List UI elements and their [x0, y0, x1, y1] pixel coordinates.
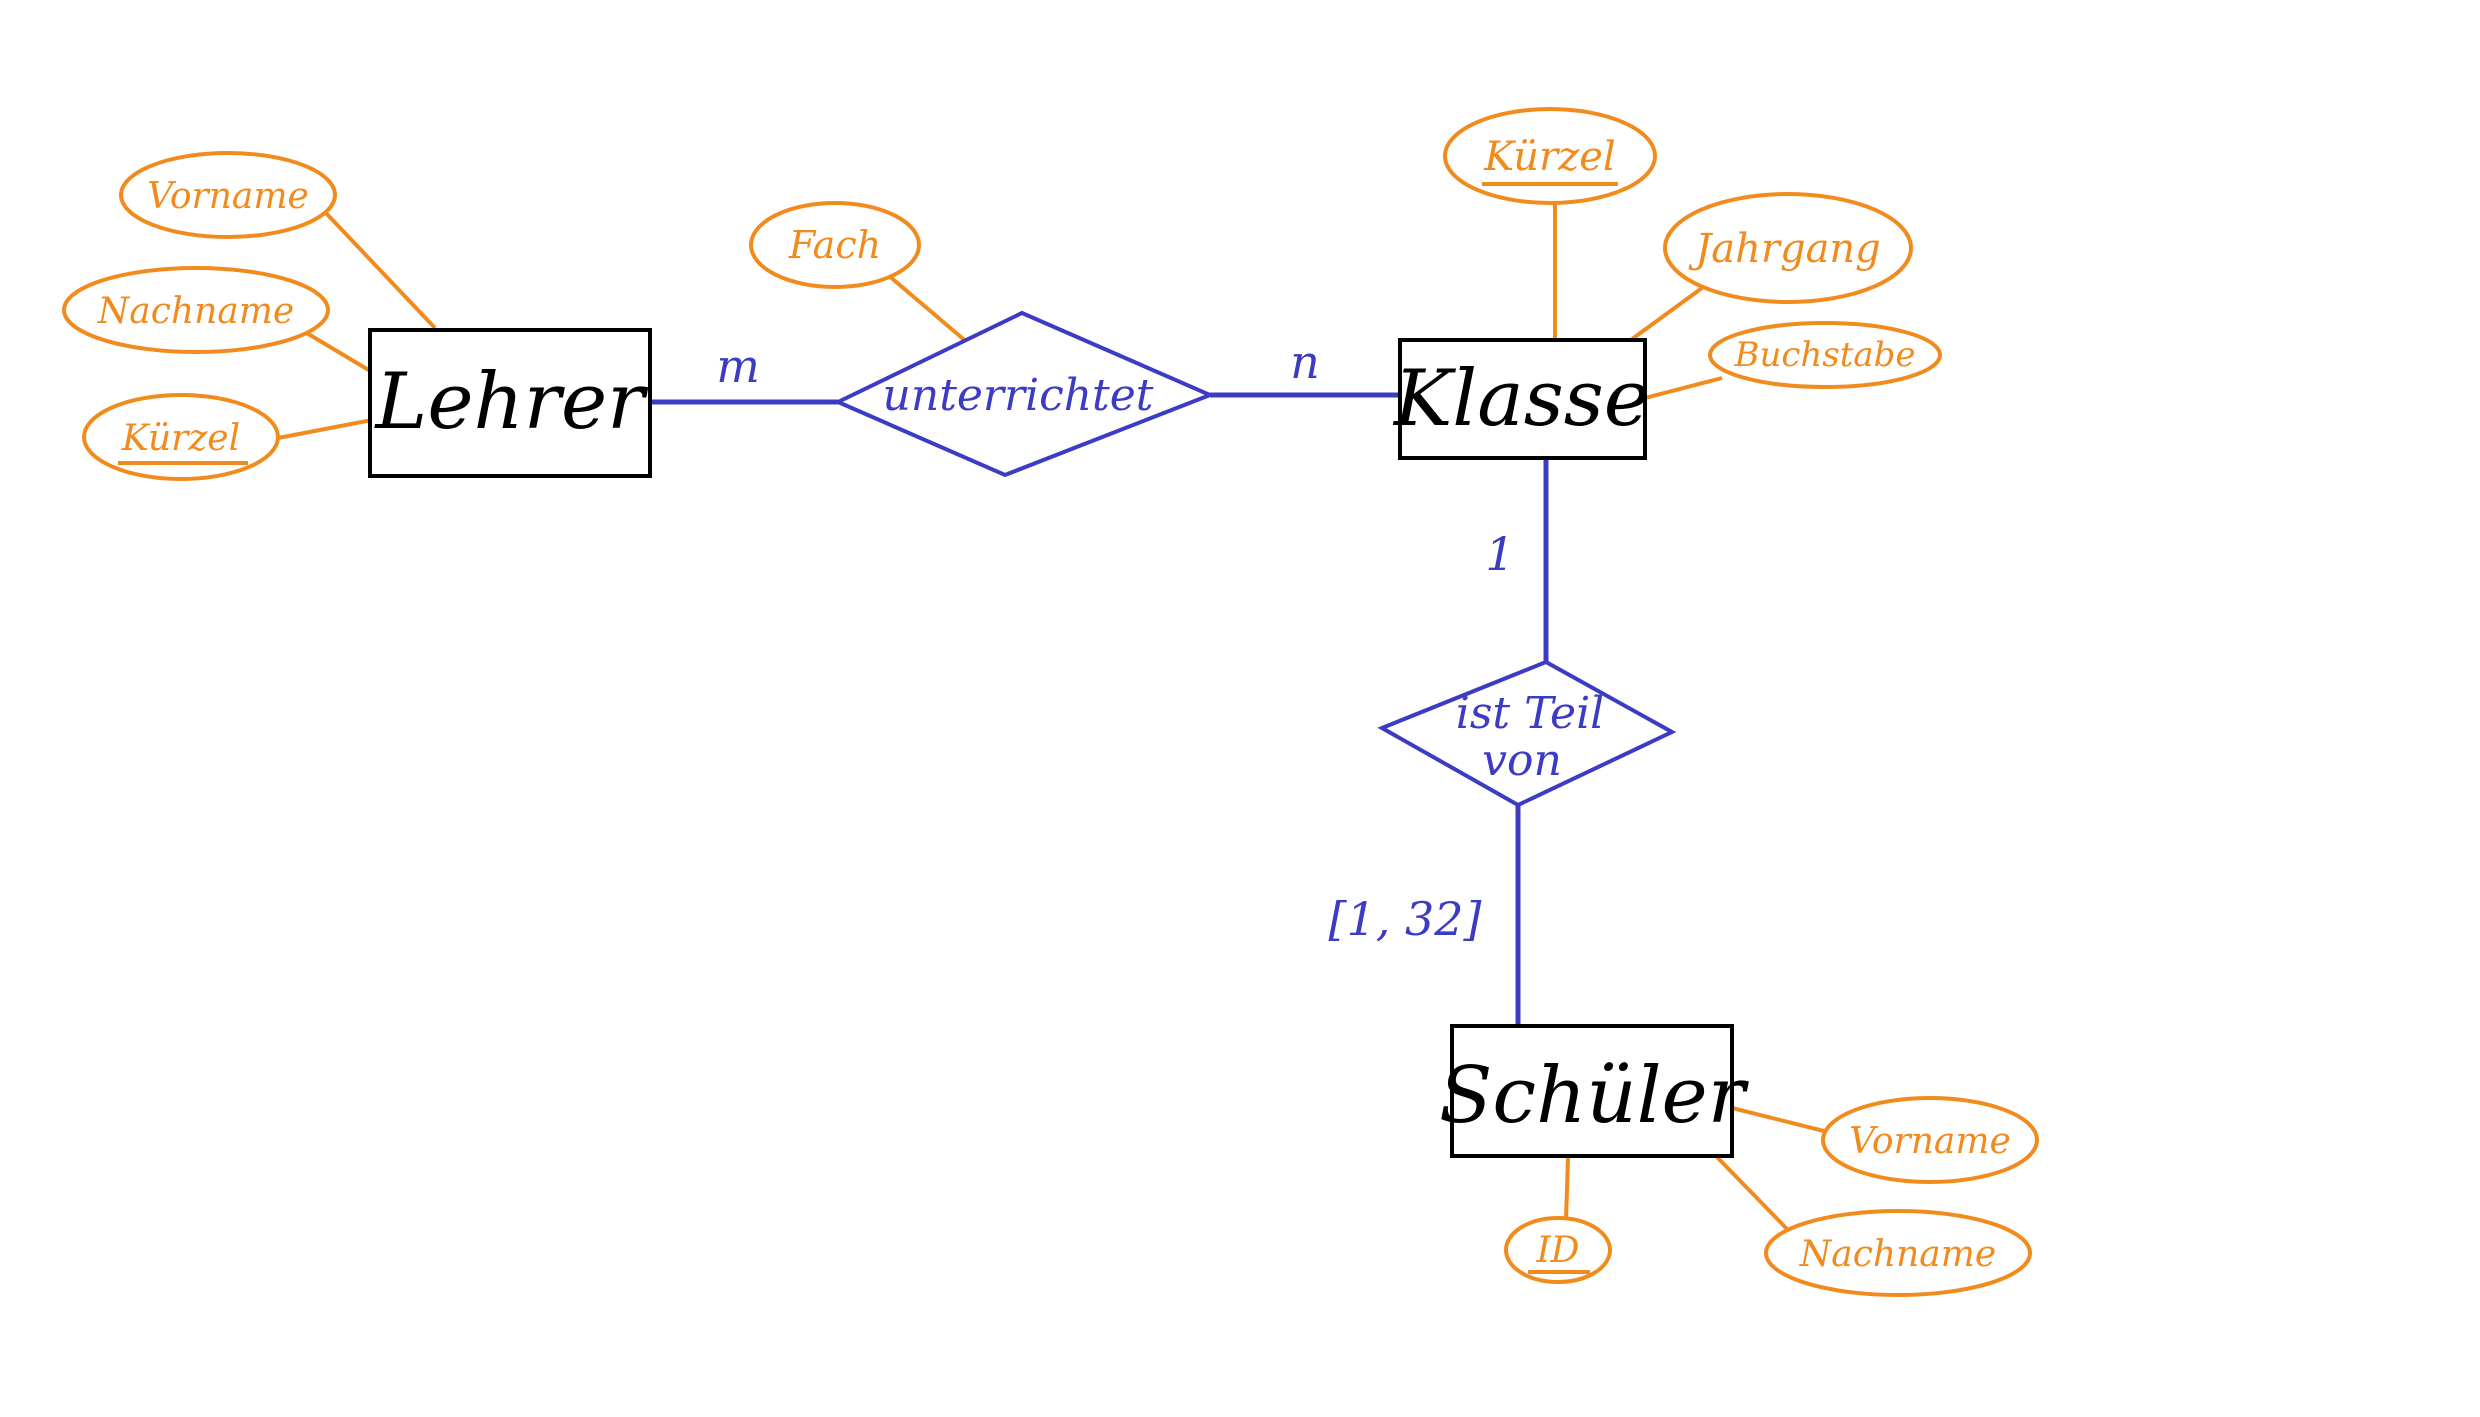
attribute-lehrer-kuerzel-shape: [82, 393, 280, 481]
line-klasse-buchstabe: [1644, 376, 1723, 400]
attribute-klasse-kuerzel-label: Kürzel: [1483, 134, 1615, 180]
line-schueler-nachname: [1713, 1153, 1792, 1234]
attribute-lehrer-vorname-shape: [119, 151, 337, 239]
attribute-klasse-kuerzel[interactable]: Kürzel: [1443, 107, 1657, 205]
attribute-schueler-vorname-label: Vorname: [1849, 1121, 2011, 1162]
attribute-connectors: [277, 198, 1829, 1234]
attribute-fach-label: Fach: [788, 223, 881, 267]
attribute-lehrer-vorname[interactable]: Vorname: [119, 151, 337, 239]
cardinality-lehrer: m: [716, 339, 760, 393]
cardinality-klasse: n: [1290, 335, 1320, 389]
attribute-unterrichtet-fach[interactable]: Fach: [749, 201, 921, 289]
cardinalities: m n 1 [1, 32]: [716, 335, 1514, 946]
cardinality-klasse-teil: 1: [1485, 527, 1514, 581]
attribute-lehrer-vorname-label: Vorname: [147, 176, 309, 217]
attribute-schueler-nachname-label: Nachname: [1799, 1234, 1996, 1275]
entity-klasse-label: Klasse: [1392, 354, 1650, 444]
line-schueler-vorname: [1731, 1106, 1829, 1134]
attribute-schueler-id-label: ID: [1535, 1230, 1579, 1271]
relationship-ist-teil-von[interactable]: ist Teil von: [1377, 659, 1677, 808]
entity-lehrer[interactable]: Lehrer: [368, 328, 652, 478]
line-klasse-jahrgang: [1626, 286, 1704, 344]
entity-schueler-box: [1450, 1024, 1734, 1158]
attribute-lehrer-nachname-label: Nachname: [97, 291, 294, 332]
attribute-lehrer-nachname[interactable]: Nachname: [62, 266, 330, 354]
attribute-schueler-vorname[interactable]: Vorname: [1821, 1096, 2039, 1184]
line-unterrichtet-fach: [886, 273, 970, 345]
entity-schueler[interactable]: Schüler: [1439, 1024, 1750, 1158]
entity-schueler-label: Schüler: [1439, 1051, 1750, 1141]
attribute-fach-shape: [749, 201, 921, 289]
attribute-klasse-kuerzel-shape: [1443, 107, 1657, 205]
relationship-unterrichtet-label: unterrichtet: [883, 370, 1154, 421]
line-lehrer-vorname: [323, 210, 437, 330]
attribute-klasse-buchstabe[interactable]: Buchstabe: [1708, 321, 1942, 389]
entity-lehrer-box: [368, 328, 652, 478]
line-schueler-id: [1564, 1157, 1570, 1221]
line-lehrer-kuerzel: [277, 418, 373, 440]
entity-klasse[interactable]: Klasse: [1392, 338, 1650, 460]
attribute-schueler-nachname[interactable]: Nachname: [1764, 1209, 2032, 1297]
attribute-klasse-jahrgang[interactable]: Jahrgang: [1663, 192, 1913, 304]
attribute-schueler-id[interactable]: ID: [1504, 1216, 1612, 1284]
attribute-schueler-nachname-shape: [1764, 1209, 2032, 1297]
relationship-connectors: [652, 392, 1549, 1026]
relationship-ist-teil-von-label-line2: von: [1482, 735, 1562, 786]
attribute-schueler-vorname-shape: [1821, 1096, 2039, 1184]
attribute-lehrer-kuerzel[interactable]: Kürzel: [82, 393, 280, 481]
attribute-lehrer-kuerzel-label: Kürzel: [121, 418, 240, 459]
relationship-unterrichtet-diamond: [833, 310, 1216, 478]
entity-lehrer-label: Lehrer: [374, 357, 650, 447]
attribute-schueler-id-shape: [1504, 1216, 1612, 1284]
cardinality-schueler-teil: [1, 32]: [1329, 892, 1482, 946]
relationship-ist-teil-von-diamond: [1377, 659, 1677, 808]
line-lehrer-nachname: [303, 330, 374, 374]
relationship-ist-teil-von-label-line1: ist Teil: [1456, 688, 1604, 739]
attribute-lehrer-nachname-shape: [62, 266, 330, 354]
entity-klasse-box: [1398, 338, 1647, 460]
attribute-klasse-buchstabe-label: Buchstabe: [1733, 335, 1915, 375]
attribute-klasse-buchstabe-shape: [1708, 321, 1942, 389]
relationship-unterrichtet[interactable]: unterrichtet: [833, 310, 1216, 478]
attribute-klasse-jahrgang-label: Jahrgang: [1688, 226, 1881, 272]
attribute-klasse-jahrgang-shape: [1663, 192, 1913, 304]
